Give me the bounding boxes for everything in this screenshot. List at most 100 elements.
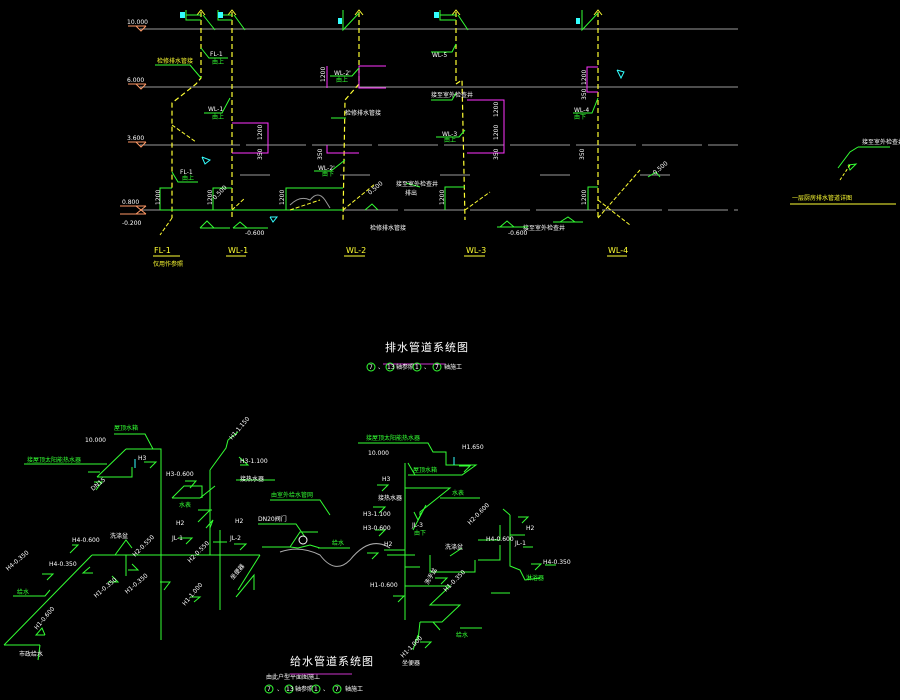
riser-wl-3 <box>455 12 466 221</box>
svg-text:排出: 排出 <box>405 189 417 197</box>
svg-text:H2: H2 <box>384 541 393 548</box>
outfalls <box>159 124 641 236</box>
svg-text:H1.650: H1.650 <box>462 444 484 451</box>
svg-text:H4-0.600: H4-0.600 <box>72 537 100 544</box>
svg-text:1200: 1200 <box>320 67 327 82</box>
svg-text:给水: 给水 <box>456 631 468 639</box>
svg-text:1200: 1200 <box>439 190 446 205</box>
svg-text:350: 350 <box>493 148 500 160</box>
dim-boxes <box>232 65 598 154</box>
svg-text:1200: 1200 <box>581 70 588 85</box>
svg-text:H2: H2 <box>176 520 185 527</box>
svg-text:WL-2': WL-2' <box>334 70 351 77</box>
svg-text:接热水器: 接热水器 <box>240 475 264 483</box>
svg-text:7: 7 <box>335 686 339 693</box>
level-label: 10.000 <box>127 19 148 26</box>
svg-text:由室外给水管网: 由室外给水管网 <box>271 491 313 499</box>
pipe-label: 0.500 <box>211 184 228 201</box>
svg-text:H1-0.350: H1-0.350 <box>93 576 119 599</box>
svg-text:1200: 1200 <box>257 125 264 140</box>
svg-text:轴参照: 轴参照 <box>295 685 313 693</box>
svg-text:1200: 1200 <box>493 102 500 117</box>
svg-text:FL-1: FL-1 <box>154 246 171 255</box>
svg-text:H2: H2 <box>526 525 535 532</box>
riser-fl-1 <box>171 12 202 218</box>
svg-text:1: 1 <box>415 364 419 371</box>
svg-text:WL-4: WL-4 <box>608 246 628 255</box>
svg-text:1200: 1200 <box>581 190 588 205</box>
svg-text:接屋顶太阳能热水器: 接屋顶太阳能热水器 <box>366 434 420 442</box>
svg-text:1200: 1200 <box>493 125 500 140</box>
branch-labels: FL-1 由上 检修排水管接 WL-1 由上 FL-1 由上 WL-2' 由上 … <box>157 51 589 232</box>
svg-text:H2: H2 <box>235 518 244 525</box>
svg-text:由上: 由上 <box>212 58 224 66</box>
svg-text:DN20阀门: DN20阀门 <box>258 515 287 523</box>
svg-text:由下: 由下 <box>574 113 586 121</box>
svg-text:WL-2: WL-2 <box>346 246 366 255</box>
svg-text:坐便器: 坐便器 <box>228 562 246 581</box>
svg-text:H3: H3 <box>382 476 391 483</box>
svg-text:1: 1 <box>314 686 318 693</box>
riser-names: FL-1 仅用作参照 WL-1 WL-2 WL-3 WL-4 <box>153 246 628 268</box>
svg-text:、: 、 <box>277 686 283 693</box>
level-markers: 10.000 6.000 3.600 0.800 -0.200 <box>120 19 148 227</box>
svg-text:350: 350 <box>257 148 264 160</box>
svg-text:轴参照: 轴参照 <box>396 363 414 371</box>
svg-text:H3-0.600: H3-0.600 <box>363 525 391 532</box>
svg-text:JL-1: JL-1 <box>514 540 526 547</box>
svg-text:仅用作参照: 仅用作参照 <box>153 260 183 268</box>
svg-text:由上: 由上 <box>444 136 456 144</box>
svg-text:接热水器: 接热水器 <box>378 494 402 502</box>
svg-text:接至室外检查井: 接至室外检查井 <box>396 180 438 188</box>
svg-text:350: 350 <box>581 88 588 100</box>
vent-dims <box>185 10 599 32</box>
svg-text:给水: 给水 <box>332 539 344 547</box>
svg-text:H1-0.600: H1-0.600 <box>33 605 56 631</box>
svg-text:WL-4: WL-4 <box>574 107 589 114</box>
svg-text:7: 7 <box>369 364 373 371</box>
drainage-title: 排水管道系统图 7 、 13 轴参照 1 、 7 轴施工 <box>366 340 469 372</box>
svg-text:H4-0.350: H4-0.350 <box>49 561 77 568</box>
green-dims <box>159 186 598 211</box>
supply-system <box>3 431 556 661</box>
flex-hose <box>289 194 331 209</box>
risers <box>171 12 599 221</box>
svg-text:JL-3: JL-3 <box>411 522 423 529</box>
pipe-label: 0.500 <box>652 160 670 177</box>
supply-labels: 10.000 屋顶水箱 接屋顶太阳能热水器 H3 H3-0.600 H3-1.1… <box>5 415 571 667</box>
svg-text:由上: 由上 <box>212 113 224 121</box>
supply-title: 给水管道系统图 由此户型平面图施工 7 、 13 轴参照 1 、 7 轴施工 <box>264 654 373 694</box>
svg-text:H3-1.100: H3-1.100 <box>240 458 268 465</box>
svg-text:由下: 由下 <box>322 170 334 178</box>
svg-text:1200: 1200 <box>155 190 162 205</box>
svg-text:13: 13 <box>286 686 294 693</box>
svg-text:轴施工: 轴施工 <box>444 363 462 371</box>
svg-text:由此户型平面图施工: 由此户型平面图施工 <box>266 673 320 681</box>
svg-text:轴施工: 轴施工 <box>345 685 363 693</box>
vent-tags <box>180 12 580 24</box>
svg-text:、: 、 <box>323 686 329 693</box>
svg-text:7: 7 <box>435 364 439 371</box>
svg-text:市政给水: 市政给水 <box>19 650 43 658</box>
svg-text:JL-2: JL-2 <box>229 535 241 542</box>
level-label: 6.000 <box>127 77 144 84</box>
svg-text:检修排水管接: 检修排水管接 <box>345 109 381 117</box>
drainage-system: 10.000 6.000 3.600 0.800 -0.200 <box>120 9 900 372</box>
svg-text:13: 13 <box>387 364 395 371</box>
branch-leaders <box>155 43 599 188</box>
svg-text:DN15: DN15 <box>90 476 107 492</box>
svg-text:WL-2': WL-2' <box>318 165 335 172</box>
svg-text:FL-1: FL-1 <box>210 51 223 58</box>
svg-text:检修排水管接: 检修排水管接 <box>370 224 406 232</box>
svg-text:1200: 1200 <box>279 190 286 205</box>
svg-text:WL-3: WL-3 <box>466 246 486 255</box>
svg-text:洗涤盆: 洗涤盆 <box>110 532 128 540</box>
svg-text:WL-1: WL-1 <box>228 246 248 255</box>
svg-text:由上: 由上 <box>182 174 194 182</box>
svg-text:1200: 1200 <box>207 190 214 205</box>
svg-text:H4-0.350: H4-0.350 <box>5 549 31 572</box>
drainage-title-text: 排水管道系统图 <box>385 340 469 354</box>
dim-texts: 1200 1200 350 350 1200 1200 350 1200 350… <box>257 67 588 160</box>
svg-text:FL-1: FL-1 <box>180 169 193 176</box>
